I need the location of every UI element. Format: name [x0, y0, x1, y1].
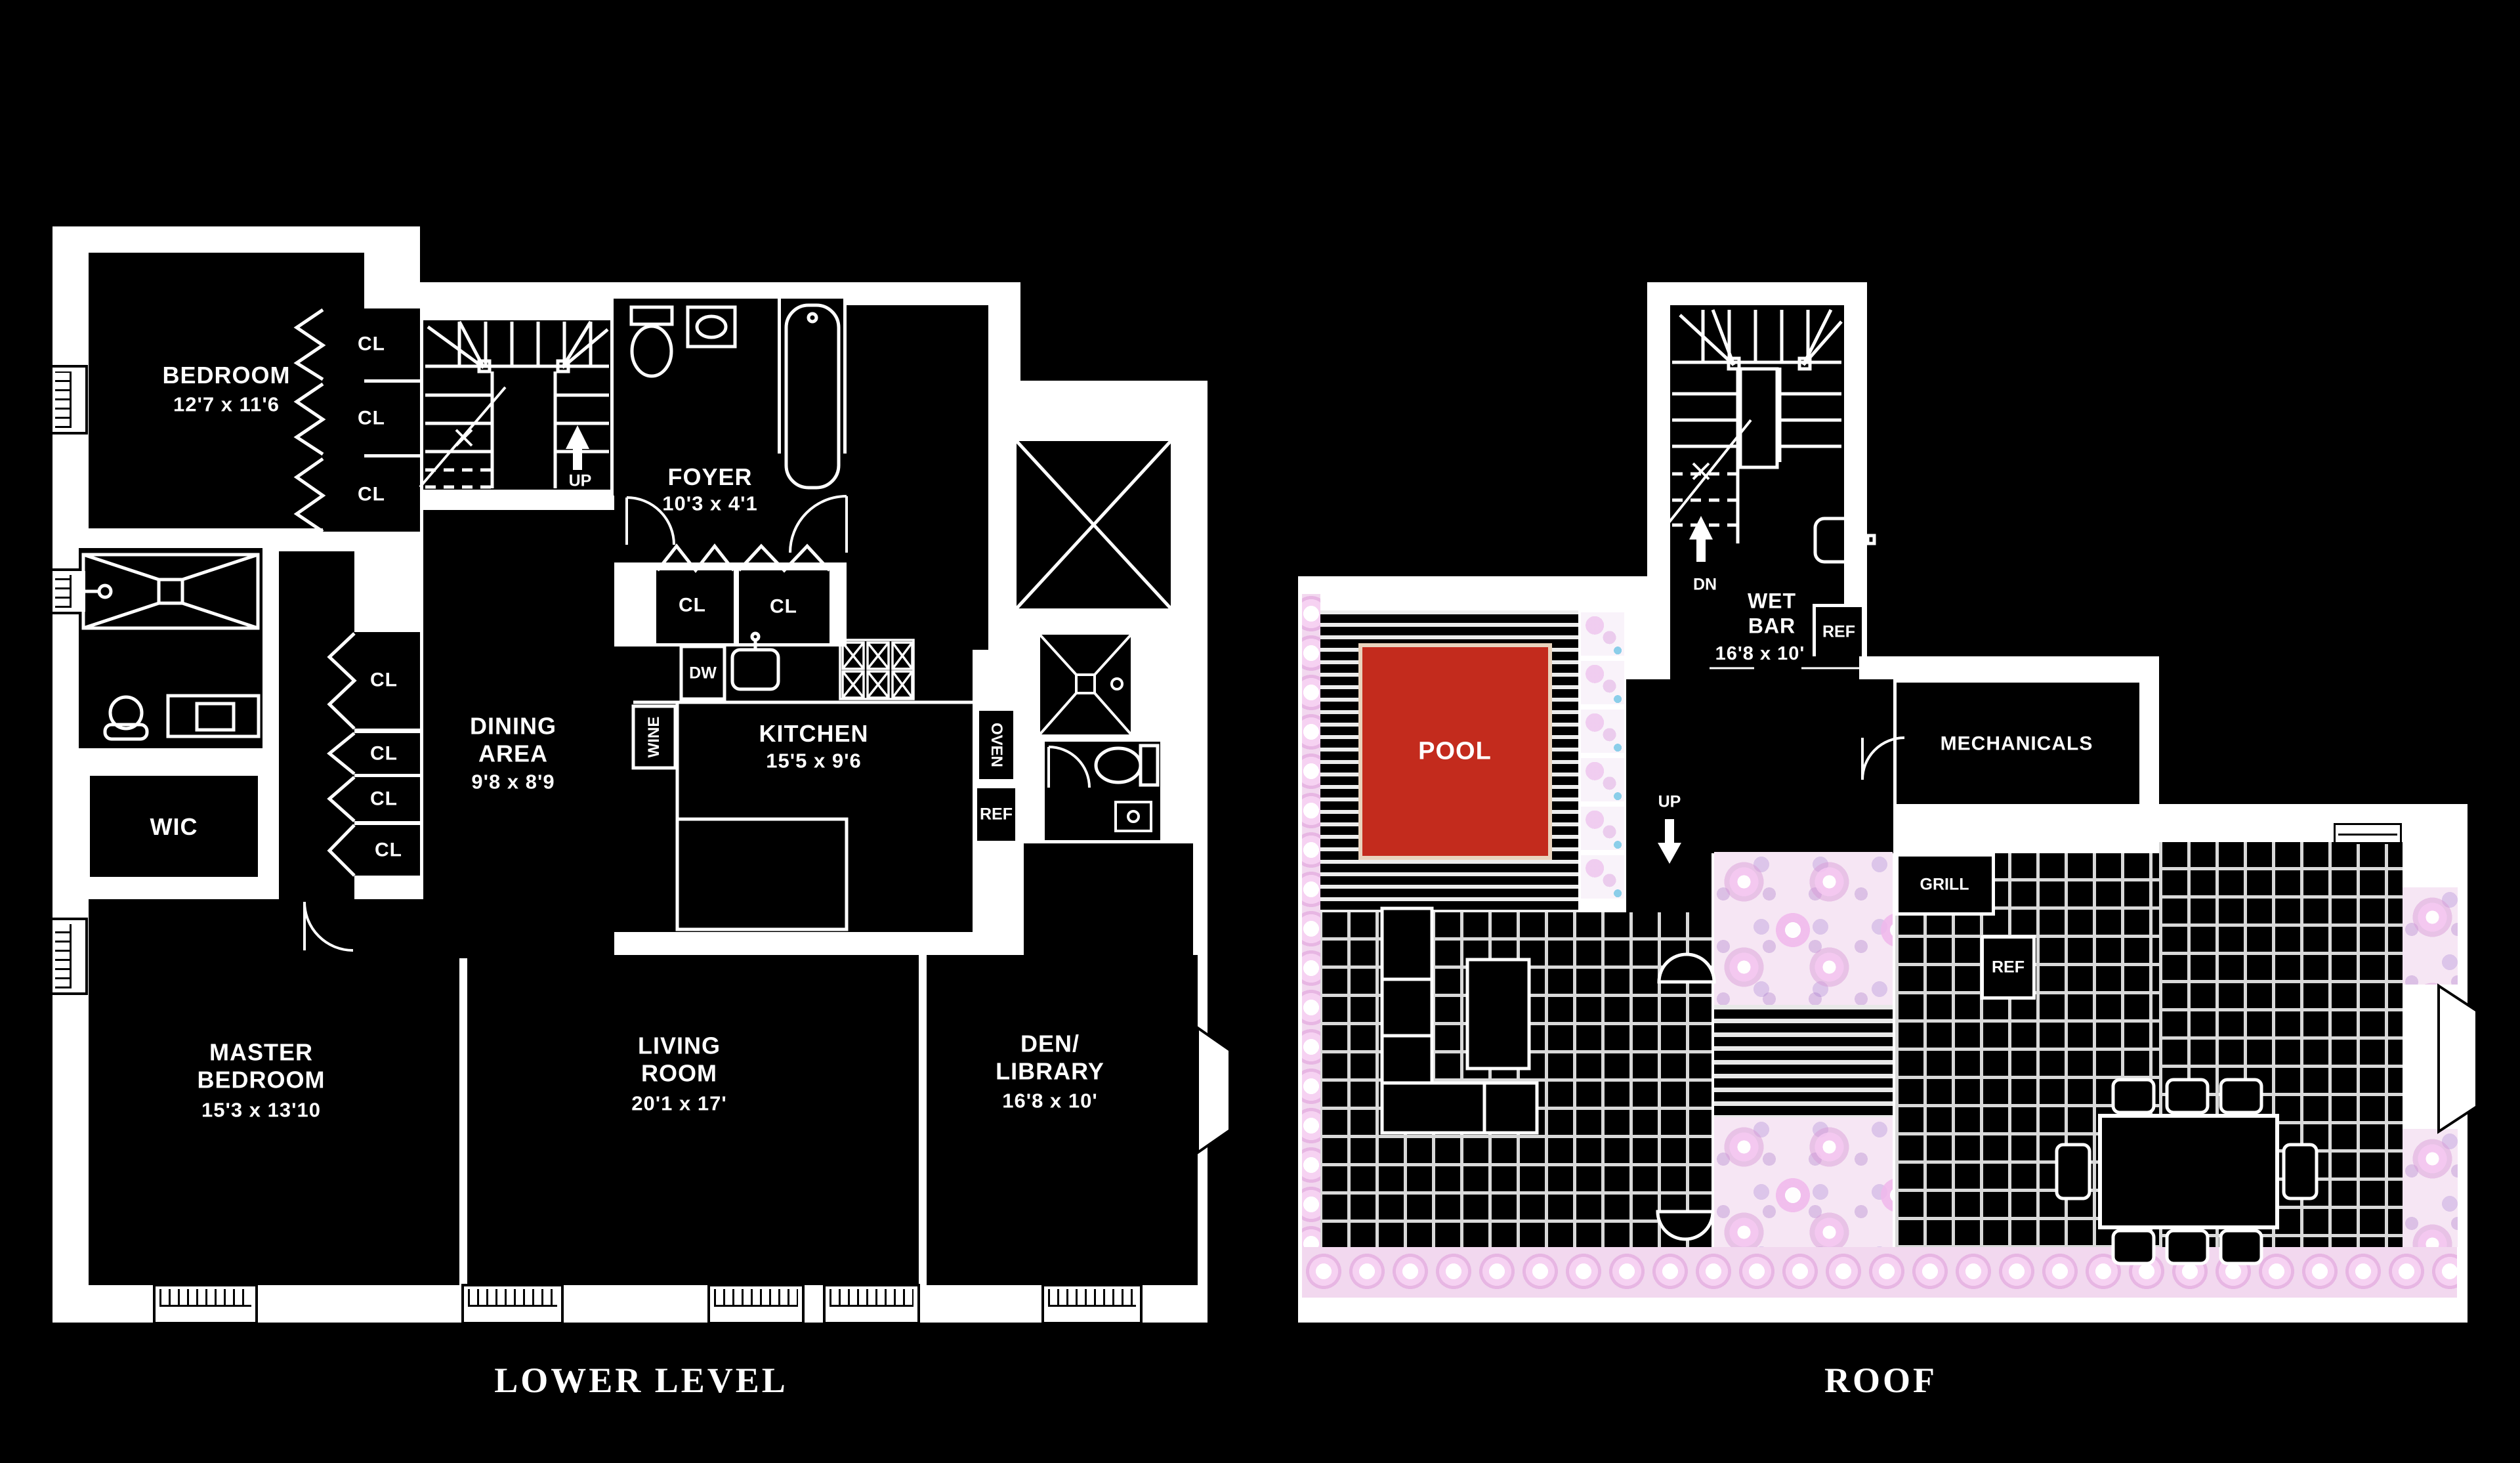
bedroom-label: BEDROOM — [162, 361, 291, 389]
oven-box — [976, 708, 1017, 782]
ref-box-wetbar — [1813, 604, 1865, 660]
wetbar-label: WET BAR — [1747, 589, 1797, 637]
closet-label: CL — [770, 595, 797, 618]
pool-label: POOL — [1418, 737, 1492, 765]
window-bay — [461, 1284, 564, 1325]
roof-passage — [1626, 679, 1893, 853]
staircase-lower-area — [423, 320, 610, 490]
room-kitchen — [614, 647, 973, 932]
closet-master-1 — [354, 632, 420, 729]
planting-bed — [1714, 852, 1893, 1005]
living-label: LIVING ROOM — [637, 1032, 721, 1087]
closet-master-3 — [354, 777, 420, 821]
closet-label: CL — [370, 742, 398, 765]
deck-grid — [2159, 842, 2403, 1247]
master-label: MASTER BEDROOM — [197, 1038, 326, 1093]
wetbar-door-gap — [1801, 656, 1859, 680]
room-living — [467, 955, 919, 1285]
closet-master-4 — [354, 825, 420, 876]
planting-border-right — [2403, 887, 2458, 985]
staircase-roof-area — [1670, 305, 1844, 545]
wetbar-dims: 16'8 x 10' — [1715, 643, 1805, 664]
closet-label: CL — [370, 669, 398, 691]
room-powder — [1045, 742, 1160, 840]
bedroom-dims: 12'7 x 11'6 — [173, 392, 280, 416]
ref-wetbar-label: REF — [1822, 622, 1855, 641]
foyer-dims: 10'3 x 4'1 — [662, 492, 758, 515]
window-bay — [1041, 1284, 1143, 1325]
closet-bedroom-2 — [323, 383, 420, 454]
grill-counter — [1895, 853, 1995, 916]
closet-master-2 — [354, 733, 420, 774]
ref-island — [1981, 935, 2036, 1000]
deck-grid — [1319, 912, 1712, 1247]
closet-foyer-1 — [656, 570, 734, 643]
window-bay — [50, 365, 88, 435]
oven-label: OVEN — [988, 722, 1005, 768]
ref-island-label: REF — [1992, 958, 2025, 977]
ref-box — [974, 785, 1018, 844]
kitchen-label: KITCHEN — [759, 719, 869, 747]
room-master-bedroom — [89, 899, 459, 1285]
room-den — [927, 955, 1198, 1285]
foyer-label: FOYER — [667, 463, 753, 490]
planter-tile — [1581, 758, 1624, 801]
corridor — [279, 551, 354, 958]
master-dims: 15'3 x 13'10 — [201, 1098, 321, 1122]
planting-border-right — [2403, 1129, 2458, 1247]
living-dims: 20'1 x 17' — [631, 1092, 727, 1115]
lower-level-title: LOWER LEVEL — [494, 1361, 788, 1400]
closet-bedroom-1 — [323, 308, 420, 379]
ref-label: REF — [980, 805, 1013, 824]
planter-tile — [1581, 855, 1624, 899]
dining-dims: 9'8 x 8'9 — [471, 770, 555, 794]
roof-title: ROOF — [1824, 1361, 1937, 1400]
window-bay — [50, 918, 88, 995]
hallway — [847, 305, 988, 650]
kitchen-dims: 15'5 x 9'6 — [766, 749, 862, 773]
planter-tile — [1581, 661, 1624, 704]
planter-tile — [1581, 710, 1624, 753]
closet-foyer-2 — [739, 570, 830, 643]
window-bay — [707, 1284, 805, 1325]
wine-label: WINE — [645, 716, 663, 758]
mechanicals-label: MECHANICALS — [1940, 732, 2093, 755]
pool — [1358, 643, 1552, 860]
wic-label: WIC — [150, 813, 198, 840]
closet-bedroom-3 — [323, 457, 420, 532]
closet-label: CL — [358, 333, 385, 355]
room-wic — [90, 776, 258, 877]
grill-label: GRILL — [1920, 875, 1969, 894]
den-entry — [1024, 843, 1193, 955]
elevator-shaft — [1013, 437, 1175, 612]
dn-label: DN — [1692, 575, 1717, 594]
window-bay — [153, 1284, 258, 1325]
room-mechanicals — [1897, 683, 2139, 804]
shower-stall — [1037, 631, 1134, 738]
up-roof-label: UP — [1658, 792, 1681, 811]
closet-label: CL — [358, 483, 385, 505]
closet-label: CL — [358, 407, 385, 429]
dishwasher-label: DW — [689, 664, 717, 683]
closet-label: CL — [375, 839, 402, 861]
den-label: DEN/ LIBRARY — [996, 1030, 1104, 1085]
planter-tile — [1581, 612, 1624, 656]
closet-label: CL — [370, 788, 398, 810]
dining-label: DINING AREA — [470, 712, 556, 767]
lower-level-plan: BEDROOM 12'7 x 11'6 CL CL CL UP FOYER 10… — [50, 226, 1208, 1400]
closet-label: CL — [679, 594, 706, 616]
planting-border-left — [1302, 594, 1320, 1247]
window-bay — [823, 1284, 920, 1325]
den-dims: 16'8 x 10' — [1002, 1089, 1098, 1113]
room-dining — [423, 510, 614, 958]
up-label: UP — [568, 471, 592, 490]
roof-passage — [1626, 853, 1712, 916]
planter-tile — [1581, 807, 1624, 850]
planting-bed — [1714, 1117, 1893, 1247]
deck-walkway — [1714, 1005, 1893, 1117]
planting-border-bottom — [1302, 1247, 2457, 1298]
room-master-bath — [79, 548, 262, 748]
window-bay — [50, 568, 88, 614]
roof-bench — [2334, 823, 2402, 844]
